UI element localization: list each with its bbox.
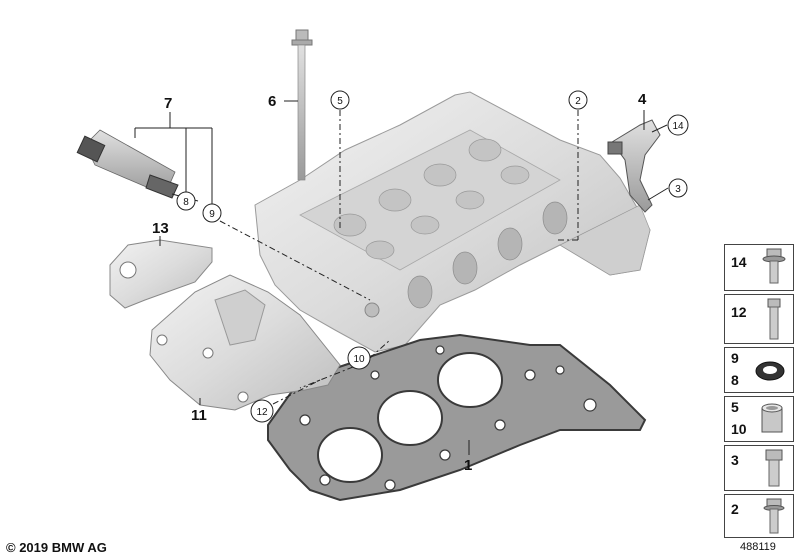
callout-14: 14 xyxy=(672,121,684,132)
callout-circle-12 xyxy=(250,399,274,423)
legend-number: 3 xyxy=(731,452,739,468)
callout-10: 10 xyxy=(353,354,365,365)
callout-2: 2 xyxy=(575,96,581,107)
o-ring-icon xyxy=(755,361,785,381)
legend-number: 2 xyxy=(731,501,739,517)
legend-number: 14 xyxy=(731,254,747,270)
stud-bolt-icon xyxy=(763,498,785,534)
callout-5: 5 xyxy=(337,96,343,107)
temperature-sensor xyxy=(76,129,179,199)
callout-6: 6 xyxy=(268,93,276,110)
engine-support-bracket xyxy=(149,274,341,411)
diagram-number: 488119 xyxy=(740,541,776,553)
head-gasket xyxy=(267,333,647,502)
cylinder-head xyxy=(254,91,651,353)
hex-bolt-icon xyxy=(765,449,783,487)
callout-3: 3 xyxy=(675,184,681,195)
callout-circle-5 xyxy=(330,90,350,110)
legend-item-2: 2 xyxy=(724,494,794,538)
callout-12: 12 xyxy=(256,407,268,418)
legend-item-14: 14 xyxy=(724,244,794,291)
copyright-notice: © 2019 BMW AG xyxy=(6,540,107,555)
callout-8: 8 xyxy=(183,197,189,208)
legend-number: 10 xyxy=(731,421,747,437)
callout-circle-8 xyxy=(176,191,196,211)
legend-number: 8 xyxy=(731,372,739,388)
head-bolt xyxy=(291,29,313,181)
callout-7: 7 xyxy=(164,95,172,112)
engine-bracket-small xyxy=(109,239,213,309)
callout-13: 13 xyxy=(152,220,169,237)
dowel-sleeve-icon xyxy=(761,403,783,433)
leader-lines xyxy=(134,100,669,455)
callout-9: 9 xyxy=(209,209,215,220)
legend-item-5-10: 5 10 xyxy=(724,396,794,442)
callout-circle-2 xyxy=(568,90,588,110)
callout-circle-10 xyxy=(347,346,371,370)
callout-4: 4 xyxy=(638,91,647,108)
callout-1: 1 xyxy=(464,457,472,474)
callout-circle-3 xyxy=(668,178,688,198)
flange-bolt-icon xyxy=(762,248,786,284)
long-bolt-icon xyxy=(767,298,781,340)
callout-circle-9 xyxy=(202,203,222,223)
legend-number: 12 xyxy=(731,304,747,320)
callout-circle-14 xyxy=(667,114,689,136)
small-lifting-bracket xyxy=(607,119,661,213)
callout-11: 11 xyxy=(191,407,207,424)
legend-number: 5 xyxy=(731,399,739,415)
legend-number: 9 xyxy=(731,350,739,366)
legend-item-12: 12 xyxy=(724,294,794,344)
legend-item-9-8: 9 8 xyxy=(724,347,794,393)
legend-item-3: 3 xyxy=(724,445,794,491)
